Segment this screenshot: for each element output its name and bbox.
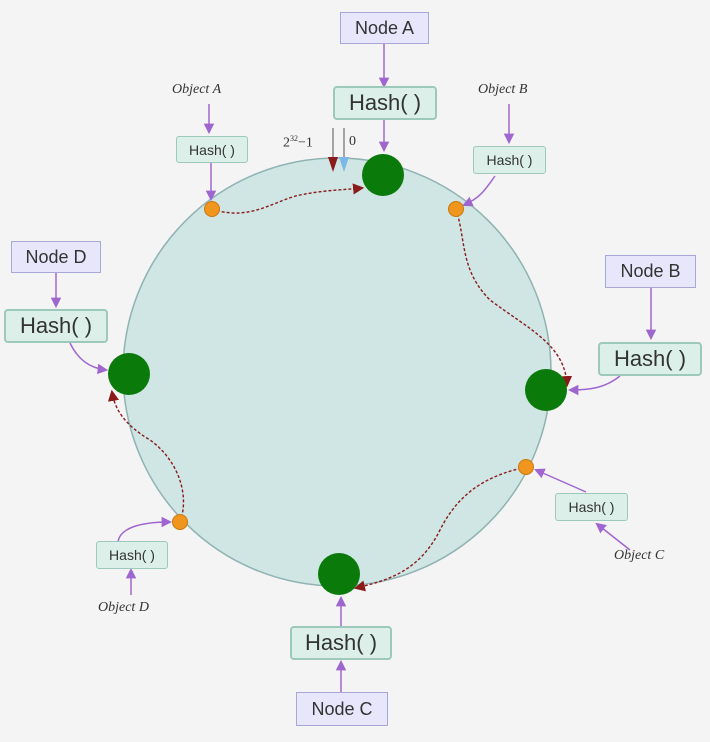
mapping-path-object-b — [455, 208, 573, 388]
node-b-box: Node B — [605, 255, 696, 288]
node-a-box: Node A — [340, 12, 429, 44]
node-point-b — [525, 369, 567, 411]
node-d-hash-box: Hash( ) — [4, 309, 108, 343]
node-c-box: Node C — [296, 692, 388, 726]
node-point-a — [362, 154, 404, 196]
node-c-hash-box: Hash( ) — [290, 626, 392, 660]
ring-max-marker — [328, 157, 338, 172]
node-b-hash-box: Hash( ) — [598, 342, 702, 376]
arrow-hash-d-to-node — [69, 342, 109, 375]
arrow-hash-b-to-node — [567, 375, 621, 396]
ring-max-suffix: −1 — [298, 135, 313, 151]
object-d-label: Object D — [98, 600, 149, 615]
arrow-object-c-to-hash — [595, 522, 631, 551]
node-point-c — [318, 553, 360, 595]
mapping-path-object-a — [211, 183, 365, 214]
arrow-hash-object-d-to-point — [117, 516, 173, 543]
ring-max-exponent: 32 — [290, 134, 298, 143]
object-point-a — [204, 201, 220, 217]
ring-zero-marker — [339, 157, 349, 172]
arrow-hash-object-b-to-point — [462, 175, 496, 207]
ring-max-base: 2 — [283, 135, 290, 151]
ring-zero-label: 0 — [349, 134, 356, 149]
ring-max-label: 232−1 — [283, 134, 313, 152]
object-c-hash-box: Hash( ) — [555, 493, 628, 521]
object-d-hash-box: Hash( ) — [96, 541, 168, 569]
object-b-hash-box: Hash( ) — [473, 146, 546, 174]
node-point-d — [108, 353, 150, 395]
object-point-c — [518, 459, 534, 475]
object-b-label: Object B — [478, 82, 528, 97]
object-c-label: Object C — [614, 548, 665, 563]
object-a-hash-box: Hash( ) — [176, 136, 248, 163]
arrow-hash-object-c-to-point — [534, 468, 587, 493]
object-point-d — [172, 514, 188, 530]
object-point-b — [448, 201, 464, 217]
node-a-hash-box: Hash( ) — [333, 86, 437, 120]
mapping-path-object-c — [353, 466, 527, 592]
node-d-box: Node D — [11, 241, 101, 273]
object-a-label: Object A — [172, 82, 222, 97]
